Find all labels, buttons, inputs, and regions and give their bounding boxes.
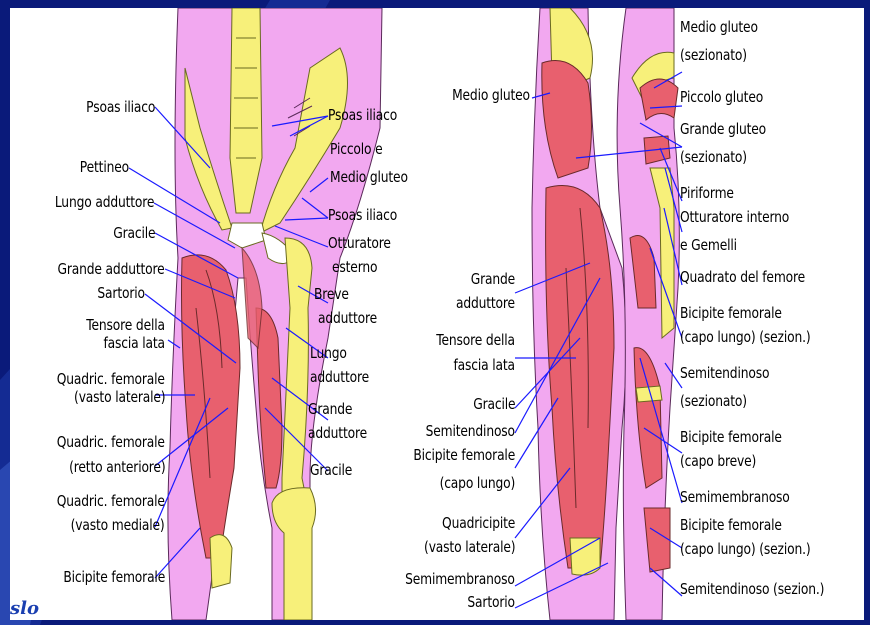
label-medio-gluteo-sez-line1: Medio gluteo [680, 18, 758, 37]
label-semitendinoso-sez-line2: (sezionato) [680, 392, 747, 411]
label-tensore-back-line2: fascia lata [454, 356, 515, 375]
label-bicipite-lungo2-line1: Bicipite femorale [680, 516, 782, 535]
label-quadric-vm-line1: Quadric. femorale [57, 492, 165, 511]
label-bicipite-lungo2-line2: (capo lungo) (sezion.) [680, 540, 810, 559]
label-bicipite-femorale-left: Bicipite femorale [63, 568, 165, 587]
label-gracile-back: Gracile [473, 395, 515, 414]
label-grande-gluteo-line1: Grande gluteo [680, 120, 766, 139]
label-quadric-vl-line1: Quadric. femorale [57, 370, 165, 389]
label-medio-gluteo-sez-line2: (sezionato) [680, 46, 747, 65]
label-bicipite-lungo-line1: Bicipite femorale [680, 304, 782, 323]
label-semitendinoso-sez-line1: Semitendinoso [680, 364, 769, 383]
label-sartorio-back: Sartorio [468, 593, 515, 612]
label-grande-adduttore: Grande adduttore [58, 260, 165, 279]
label-grande-line1: Grande [308, 400, 352, 419]
label-otturatore-interno-line2: e Gemelli [680, 236, 737, 255]
label-tensore-back-line1: Tensore della [436, 331, 515, 350]
label-tensore-line2: fascia lata [104, 334, 165, 353]
label-lungo-line1: Lungo [310, 344, 347, 363]
label-piccolo-line1: Piccolo e [330, 140, 383, 159]
label-tensore-line1: Tensore della [86, 316, 165, 335]
label-otturatore-interno-line1: Otturatore interno [680, 208, 789, 227]
label-lungo-adduttore: Lungo adduttore [55, 193, 154, 212]
label-quadric-vl-line2: (vasto laterale) [74, 388, 165, 407]
label-piccolo-gluteo: Piccolo gluteo [680, 88, 763, 107]
label-otturatore-line1: Otturatore [328, 234, 391, 253]
label-quadric-ra-line1: Quadric. femorale [57, 433, 165, 452]
label-semitendinoso-sezion: Semitendinoso (sezion.) [680, 580, 824, 599]
label-breve-line2: adduttore [318, 309, 377, 328]
label-quadrato-femore: Quadrato del femore [680, 268, 805, 287]
label-bicipite-lungo-line2: (capo lungo) (sezion.) [680, 328, 810, 347]
label-grande-add-back-line2: adduttore [456, 294, 515, 313]
label-psoas-iliaco-mid-2: Psoas iliaco [328, 206, 397, 225]
label-quadricipite-line1: Quadricipite [442, 514, 515, 533]
label-grande-add-back-line1: Grande [471, 270, 515, 289]
label-quadric-ra-line2: (retto anteriore) [69, 458, 165, 477]
posterior-thigh-view [532, 8, 679, 620]
label-sartorio: Sartorio [98, 284, 145, 303]
label-quadric-vm-line2: (vasto mediale) [71, 516, 165, 535]
label-medio-gluteo: Medio gluteo [452, 86, 530, 105]
label-psoas-iliaco-left: Psoas iliaco [86, 98, 155, 117]
label-grande-gluteo-line2: (sezionato) [680, 148, 747, 167]
label-grande-line2: adduttore [308, 424, 367, 443]
label-bicipite-breve-line2: (capo breve) [680, 452, 756, 471]
label-semimembranoso-right: Semimembranoso [680, 488, 790, 507]
label-piriforme: Piriforme [680, 184, 734, 203]
label-bicipite-back-line1: Bicipite femorale [413, 446, 515, 465]
label-quadricipite-line2: (vasto laterale) [424, 538, 515, 557]
label-semimembranoso-back: Semimembranoso [405, 570, 515, 589]
label-psoas-iliaco-mid: Psoas iliaco [328, 106, 397, 125]
label-lungo-line2: adduttore [310, 368, 369, 387]
label-semitendinoso-back: Semitendinoso [426, 422, 515, 441]
label-gracile: Gracile [113, 224, 155, 243]
label-piccolo-line2: Medio gluteo [330, 168, 408, 187]
signature: slo [10, 598, 39, 619]
label-breve-line1: Breve [314, 285, 349, 304]
anatomy-figure: Psoas iliaco Pettineo Lungo adduttore Gr… [10, 8, 864, 620]
label-bicipite-back-line2: (capo lungo) [439, 474, 515, 493]
label-otturatore-line2: esterno [332, 258, 377, 277]
label-pettineo: Pettineo [80, 158, 129, 177]
label-gracile-mid: Gracile [310, 461, 352, 480]
label-bicipite-breve-line1: Bicipite femorale [680, 428, 782, 447]
